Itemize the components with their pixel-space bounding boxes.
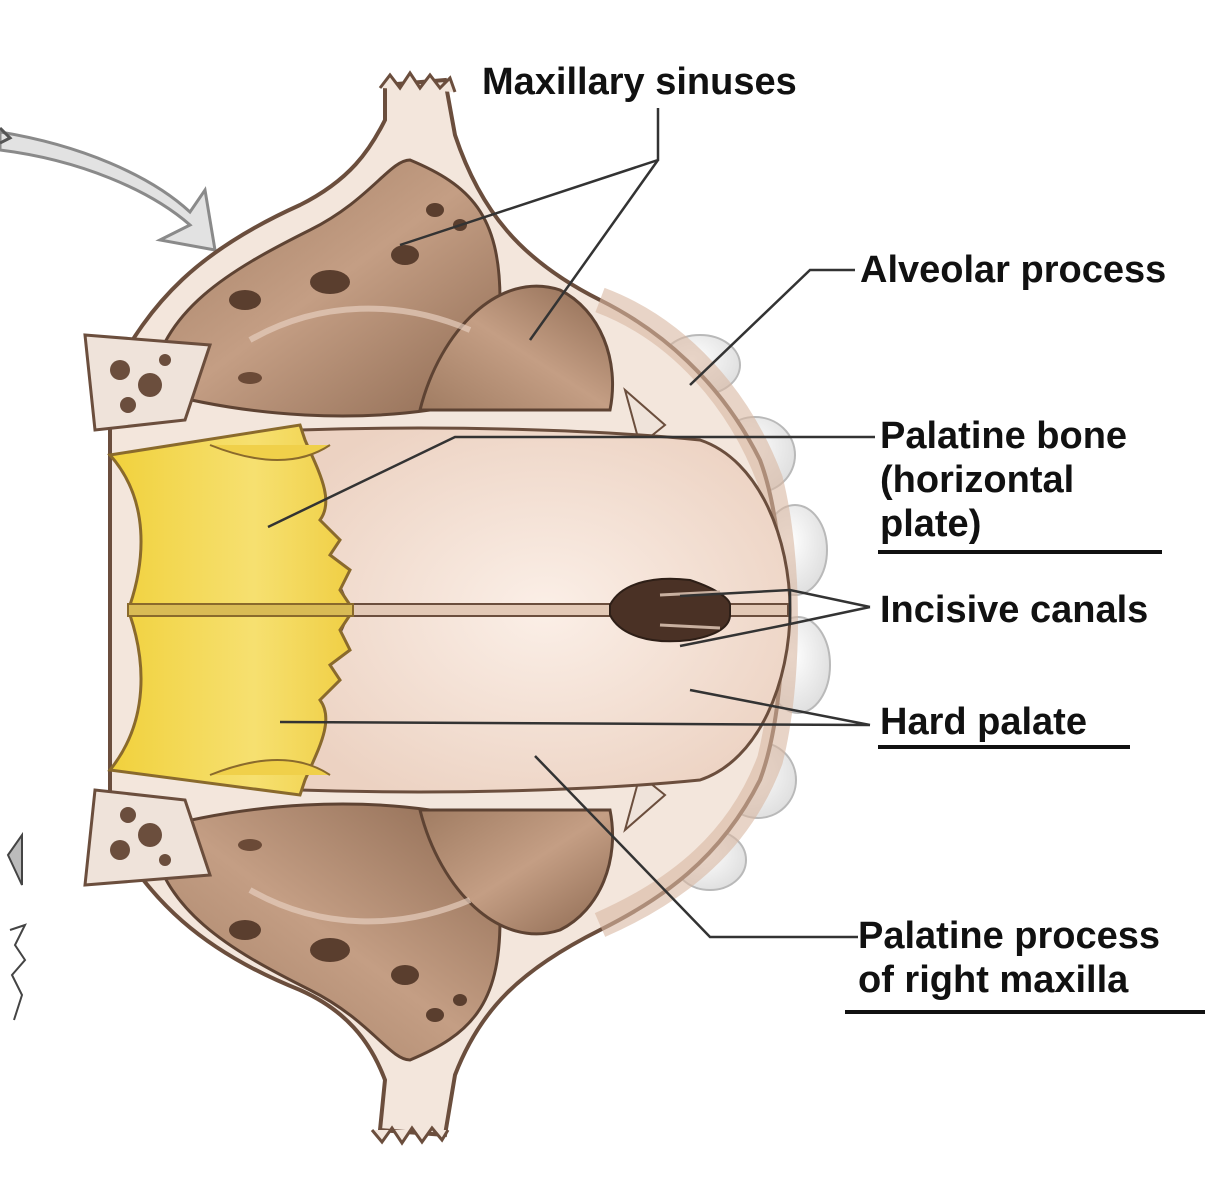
label-palatine-process: Palatine process of right maxilla — [858, 914, 1160, 1002]
leader-lines — [267, 108, 875, 939]
label-hard-palate: Hard palate — [880, 701, 1087, 743]
label-alveolar-process: Alveolar process — [860, 249, 1167, 291]
label-palatine-bone: Palatine bone (horizontal plate) — [880, 414, 1127, 546]
label-palatine-bone-line2: (horizontal — [880, 459, 1075, 501]
label-palatine-bone-line1: Palatine bone — [880, 415, 1128, 457]
leader-palatine-bone — [267, 435, 875, 529]
label-palatine-process-line2: of right maxilla — [858, 959, 1129, 1001]
lower-maxillary-sinus — [148, 802, 615, 1062]
incisive-fossa — [609, 577, 731, 643]
pointer-arrow — [0, 126, 217, 252]
upper-maxillary-sinus — [148, 158, 615, 418]
label-palatine-bone-line3: plate) — [880, 503, 982, 545]
label-underlines — [845, 550, 1205, 1014]
label-palatine-process-line1: Palatine process — [858, 915, 1161, 957]
edge-fragments — [6, 831, 27, 1021]
leader-maxillary-sinuses — [399, 108, 660, 341]
leader-hard-palate — [279, 688, 871, 727]
label-maxillary-sinuses: Maxillary sinuses — [482, 61, 797, 103]
spongy-bone-sections — [83, 333, 667, 887]
leader-incisive-canals — [679, 588, 871, 648]
label-incisive-canals: Incisive canals — [880, 589, 1149, 631]
palatine-bones — [107, 423, 353, 797]
leader-alveolar-process — [689, 268, 855, 386]
leader-palatine-process — [534, 755, 858, 939]
